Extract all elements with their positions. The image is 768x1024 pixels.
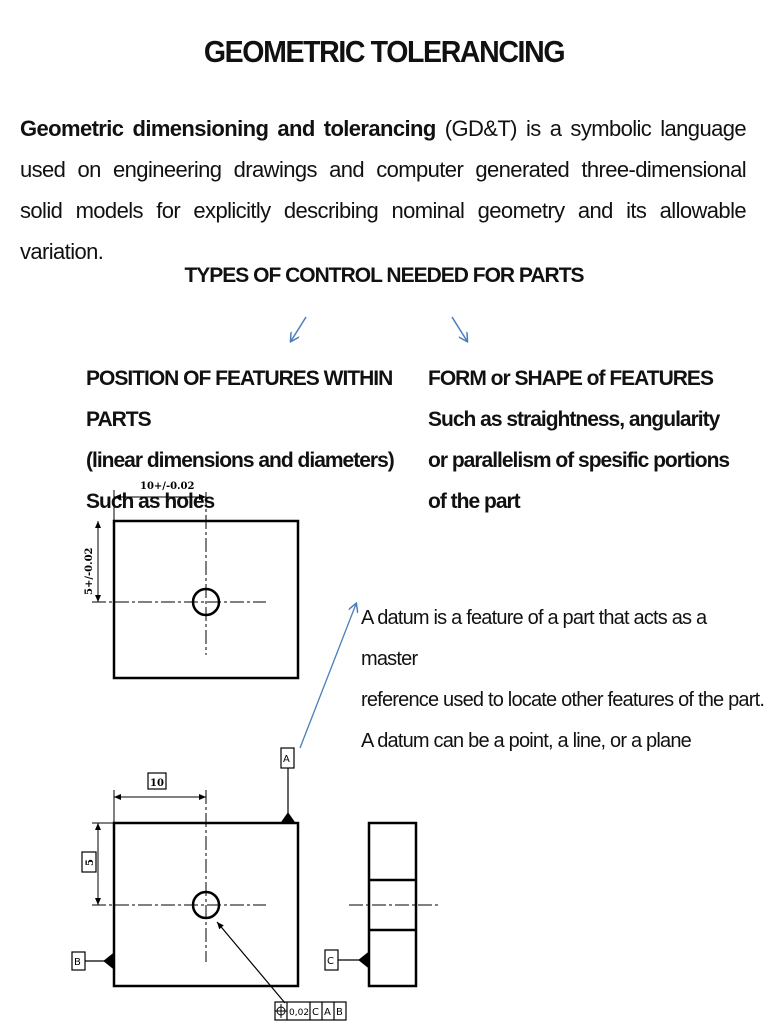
fcf-datum-3-label: B: [336, 1007, 343, 1018]
position-line-1: POSITION OF FEATURES WITHIN PARTS: [86, 367, 393, 431]
fcf-datum-2-label: A: [324, 1007, 331, 1018]
form-line-4: of the part: [428, 490, 521, 513]
basic-dim-box-h: [147, 772, 167, 790]
drawing-1: [92, 490, 300, 680]
datum-b-triangle-icon: [103, 951, 115, 971]
datum-line-2: reference used to locate other features …: [361, 689, 765, 711]
intro-bold-term: Geometric dimensioning and tolerancing: [20, 116, 436, 141]
datum-line-1: A datum is a feature of a part that acts…: [361, 607, 707, 670]
types-heading: TYPES OF CONTROL NEEDED FOR PARTS: [184, 264, 584, 287]
datum-a-triangle-icon: [280, 812, 296, 824]
datum-c-triangle-icon: [358, 950, 370, 970]
arrow-to-position-icon: [291, 316, 307, 341]
intro-paragraph: Geometric dimensioning and tolerancing (…: [20, 108, 747, 272]
fcf-tolerance-label: 0,02: [289, 1008, 309, 1018]
position-line-2: (linear dimensions and diameters): [86, 449, 395, 472]
basic-dim-box-v: [81, 851, 97, 873]
datum-callout-arrow-icon: [299, 604, 356, 749]
dim-label-horizontal-1: 10+/-0.02: [140, 481, 194, 492]
dim-label-vertical-2: 5: [85, 859, 96, 866]
form-line-2: Such as straightness, angularity: [428, 408, 720, 431]
dim-label-horizontal-2: 10: [150, 778, 164, 789]
dim-label-vertical-1: 5+/-0.02: [84, 547, 95, 595]
fcf-leader: [216, 921, 286, 1004]
datum-note: A datum is a feature of a part that acts…: [361, 598, 766, 762]
arrow-to-form-icon: [451, 316, 467, 341]
datum-line-3: A datum can be a point, a line, or a pla…: [361, 730, 692, 752]
fcf-datum-1-label: C: [312, 1007, 319, 1018]
datum-b-label: B: [74, 957, 81, 968]
datum-a-label: A: [283, 754, 290, 765]
page-title: GEOMETRIC TOLERANCING: [203, 34, 566, 69]
form-line-3: or parallelism of spesific portions: [428, 449, 730, 472]
drawing-2: [71, 747, 438, 1021]
position-features-block: POSITION OF FEATURES WITHIN PARTS (linea…: [86, 358, 416, 522]
datum-c-label: C: [327, 956, 334, 967]
form-line-1: FORM or SHAPE of FEATURES: [428, 367, 714, 390]
form-features-block: FORM or SHAPE of FEATURES Such as straig…: [428, 358, 758, 522]
intro-text: (GD&T) is a symbolic language used on en…: [20, 116, 747, 264]
